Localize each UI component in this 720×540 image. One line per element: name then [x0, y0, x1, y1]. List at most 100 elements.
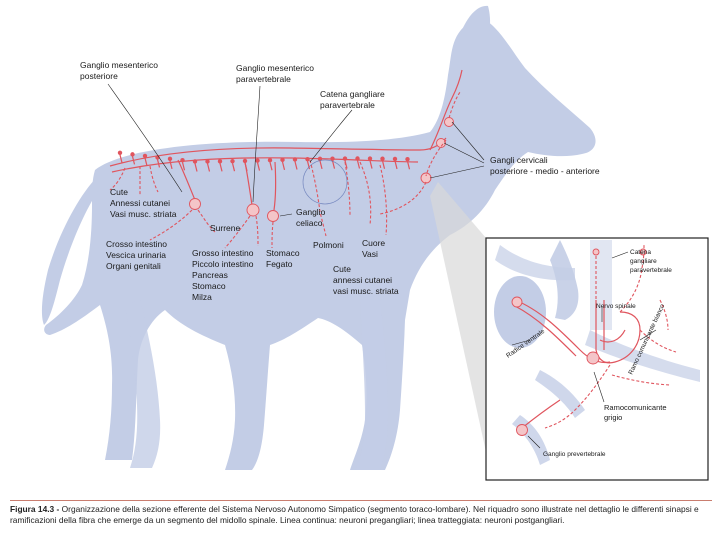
- chain-segment-dot: [180, 158, 185, 163]
- svg-text:Grosso intestino: Grosso intestino: [192, 248, 254, 258]
- sympathetic-nervous-system-diagram: Ganglio mesenterico posteriore Ganglio m…: [41, 5, 709, 481]
- chain-segment-dot: [192, 159, 198, 164]
- chain-segment-branch: [256, 162, 261, 171]
- chain-segment-branch: [156, 159, 161, 168]
- chain-segment-dot: [167, 156, 173, 162]
- chain-segment-dot: [342, 156, 348, 161]
- chain-segment-branch: [119, 154, 123, 163]
- dog-silhouette: [41, 5, 596, 470]
- svg-text:Cute: Cute: [110, 187, 128, 197]
- chain-segment-dot: [280, 157, 285, 163]
- chain-segment-branch: [169, 160, 173, 170]
- svg-text:posteriore - medio - anteriore: posteriore - medio - anteriore: [490, 166, 600, 176]
- chain-segment-dot: [242, 158, 248, 164]
- svg-text:Stomaco: Stomaco: [192, 281, 226, 291]
- label-stomaco-fegato: Stomaco Fegato: [266, 248, 300, 269]
- inset-wedge: [430, 182, 486, 452]
- chain-segment-dot: [330, 156, 335, 161]
- ganglion-celiac: [267, 210, 279, 222]
- svg-text:Vasi: Vasi: [362, 249, 378, 259]
- chain-segment-dot: [392, 156, 398, 162]
- svg-text:celiaco: celiaco: [296, 218, 323, 228]
- svg-text:Pancreas: Pancreas: [192, 270, 228, 280]
- chain-segment-branch: [381, 160, 386, 169]
- chain-segment-branch: [144, 157, 148, 167]
- inset-label-ramo-grigio: Ramocomunicante grigio: [604, 403, 667, 422]
- chain-segment-branch: [406, 161, 411, 170]
- label-crosso-intestino-posteriore: Crosso intestino Vescica urinaria Organi…: [106, 239, 167, 271]
- chain-segment-branch: [219, 163, 223, 172]
- visceral-branches: [109, 159, 388, 249]
- chain-segment-branch: [356, 160, 361, 169]
- svg-text:paravertebrale: paravertebrale: [236, 74, 291, 84]
- svg-text:Ganglio mesenterico: Ganglio mesenterico: [236, 63, 314, 73]
- chain-segment-branch: [231, 163, 236, 172]
- chain-segment-branch: [281, 161, 286, 170]
- ganglion-mesenteric-paravertebral: [246, 203, 260, 217]
- svg-text:Milza: Milza: [192, 292, 212, 302]
- label-cute-posteriore: Cute Annessi cutanei Vasi musc. striata: [110, 187, 177, 219]
- label-ganglio-mesenterico-posteriore: Ganglio mesenterico posteriore: [80, 60, 158, 81]
- svg-text:Gangli cervicali: Gangli cervicali: [490, 155, 548, 165]
- chain-segment-dot: [117, 150, 123, 155]
- svg-text:paravertebrale: paravertebrale: [630, 267, 672, 274]
- label-ganglio-celiaco: Ganglio celiaco: [296, 207, 326, 228]
- chain-segment-branch: [331, 160, 336, 169]
- label-grosso-intestino: Grosso intestino Piccolo intestino Pancr…: [192, 248, 254, 302]
- svg-text:Cute: Cute: [333, 264, 351, 274]
- label-catena-gangliare: Catena gangliare paravertebrale: [320, 89, 385, 110]
- chain-segment-dot: [255, 158, 260, 163]
- chain-segment-branch: [131, 156, 136, 165]
- svg-text:posteriore: posteriore: [80, 71, 118, 81]
- label-ganglio-mesenterico-paravertebrale: Ganglio mesenterico paravertebrale: [236, 63, 314, 84]
- chain-segment-branch: [194, 163, 198, 172]
- chain-segment-branch: [319, 160, 323, 170]
- leader-lines: [107, 83, 485, 217]
- inset-ganglion-dorsal: [511, 296, 523, 308]
- svg-text:Ramocomunicante: Ramocomunicante: [604, 403, 667, 412]
- label-cuore-vasi: Cuore Vasi: [362, 238, 385, 259]
- spinal-chain: [109, 69, 463, 215]
- svg-text:Ganglio mesenterico: Ganglio mesenterico: [80, 60, 158, 70]
- chain-segment-dot: [405, 157, 410, 162]
- svg-text:grigio: grigio: [604, 413, 622, 422]
- inset-ganglion-chain: [586, 351, 600, 365]
- chain-segment-branch: [269, 162, 273, 171]
- chain-segment-dot: [317, 156, 323, 162]
- chain-segment-dot: [305, 156, 310, 162]
- svg-text:Catena gangliare: Catena gangliare: [320, 89, 385, 99]
- inset-label-ganglio-prevertebrale: Ganglio prevertebrale: [543, 451, 606, 458]
- label-cute-anteriore: Cute annessi cutanei vasi musc. striata: [333, 264, 399, 296]
- chain-segment-dot: [267, 158, 273, 163]
- svg-text:Piccolo intestino: Piccolo intestino: [192, 259, 254, 269]
- chain-segment-branch: [369, 160, 373, 169]
- chain-segment-branch: [181, 162, 186, 171]
- svg-text:Vasi musc. striata: Vasi musc. striata: [110, 209, 177, 219]
- svg-text:Ganglio: Ganglio: [296, 207, 326, 217]
- chain-segment-dot: [205, 159, 210, 164]
- svg-text:Stomaco: Stomaco: [266, 248, 300, 258]
- inset-label-nervo-spinale: Nervo spinale: [596, 303, 636, 310]
- chain-segment-branch: [306, 160, 311, 170]
- svg-text:gangliare: gangliare: [630, 258, 657, 265]
- chain-segment-dot: [217, 159, 223, 164]
- inset-ganglion-prevertebral: [516, 424, 528, 436]
- chain-segment-branch: [206, 163, 211, 172]
- figure-caption: Figura 14.3 - Organizzazione della sezio…: [10, 500, 712, 540]
- svg-text:Cuore: Cuore: [362, 238, 385, 248]
- chain-segment-dot: [142, 153, 148, 159]
- chain-segment-dot: [380, 156, 385, 161]
- chain-segment-branch: [294, 161, 298, 170]
- svg-text:annessi cutanei: annessi cutanei: [333, 275, 392, 285]
- svg-text:Vescica urinaria: Vescica urinaria: [106, 250, 166, 260]
- chain-segment-dot: [130, 152, 135, 157]
- inset-label-catena: Catena gangliare paravertebrale: [630, 249, 672, 274]
- svg-text:Organi genitali: Organi genitali: [106, 261, 161, 271]
- svg-text:Annessi cutanei: Annessi cutanei: [110, 198, 170, 208]
- inset-panel: [485, 237, 709, 481]
- chain-segment-branch: [394, 160, 398, 170]
- label-surrene: Surrene: [210, 223, 241, 233]
- chain-segment-dot: [230, 158, 235, 164]
- chain-segment-branch: [344, 160, 348, 169]
- caption-figure-ref: Figura 14.3 -: [10, 504, 60, 514]
